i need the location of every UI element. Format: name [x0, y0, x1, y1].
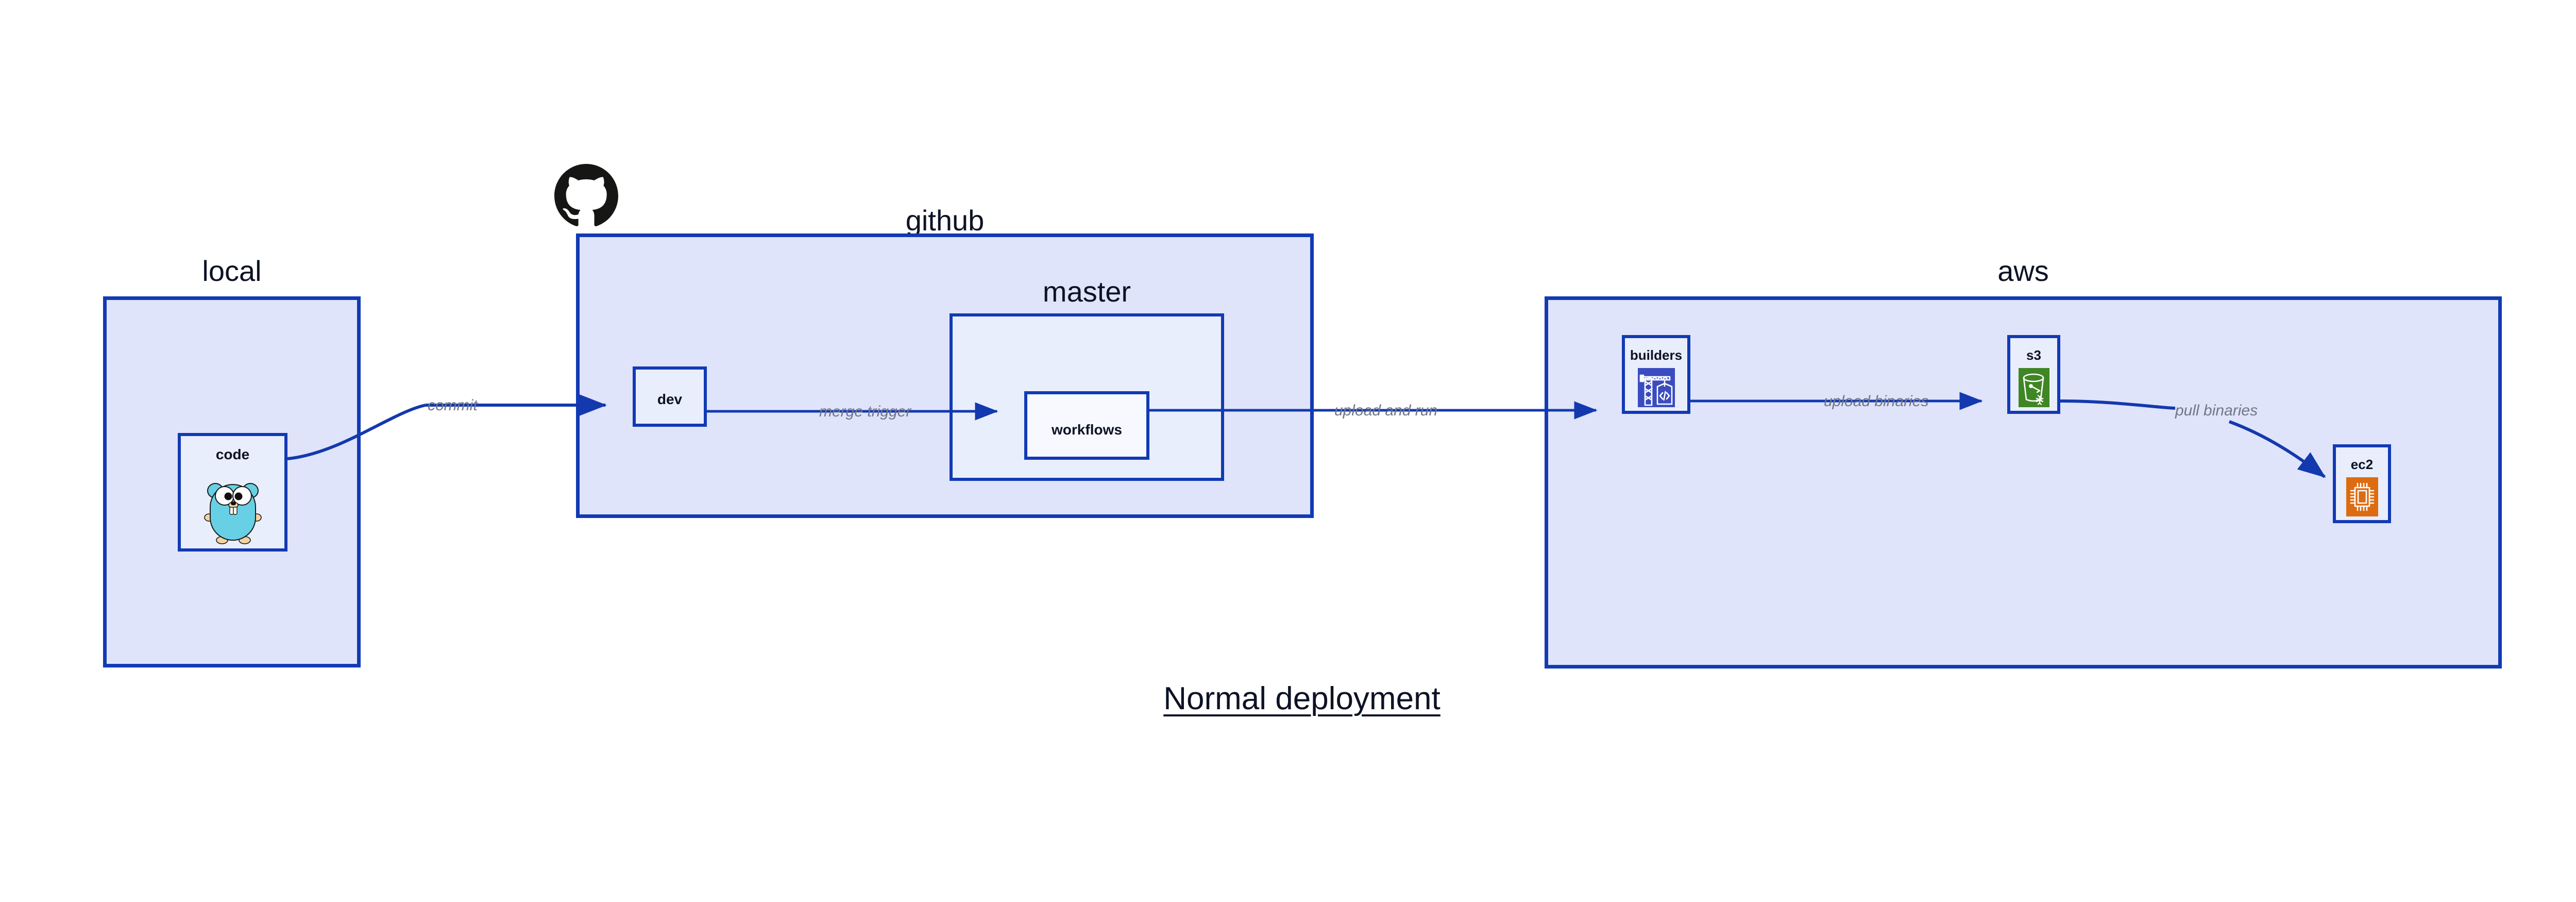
edge-label-pull-binaries: pull binaries [2175, 402, 2258, 419]
node-label-workflows: workflows [1052, 422, 1122, 438]
group-title-local: local [202, 255, 262, 287]
edge-label-merge-trigger: merge trigger [819, 403, 911, 420]
edge-label-upload-binaries: upload binaries [1824, 393, 1929, 410]
node-label-dev: dev [657, 391, 683, 407]
node-workflows[interactable]: workflows [1024, 391, 1149, 460]
node-label-s3: s3 [2026, 347, 2041, 363]
group-title-master: master [1042, 275, 1131, 308]
node-s3[interactable]: s3 [2007, 335, 2060, 414]
node-label-code: code [215, 446, 250, 462]
node-dev[interactable]: dev [633, 366, 707, 427]
edge-label-upload-and-run: upload and run [1334, 402, 1438, 419]
github-octocat-icon [554, 164, 618, 228]
edge-label-commit: commit [428, 397, 478, 414]
node-label-ec2: ec2 [2350, 457, 2374, 472]
node-label-builders: builders [1630, 347, 1683, 363]
aws-builders-crane-icon [1637, 368, 1675, 407]
node-code[interactable]: code [178, 433, 287, 552]
group-title-aws: aws [1997, 255, 2049, 287]
group-title-github: github [905, 204, 985, 237]
aws-s3-bucket-icon [2018, 368, 2049, 407]
node-ec2[interactable]: ec2 [2333, 444, 2391, 523]
aws-ec2-chip-icon [2346, 477, 2378, 516]
node-builders[interactable]: builders [1622, 335, 1690, 414]
go-gopher-icon [200, 473, 265, 544]
page-title: Normal deployment [1163, 681, 1440, 716]
